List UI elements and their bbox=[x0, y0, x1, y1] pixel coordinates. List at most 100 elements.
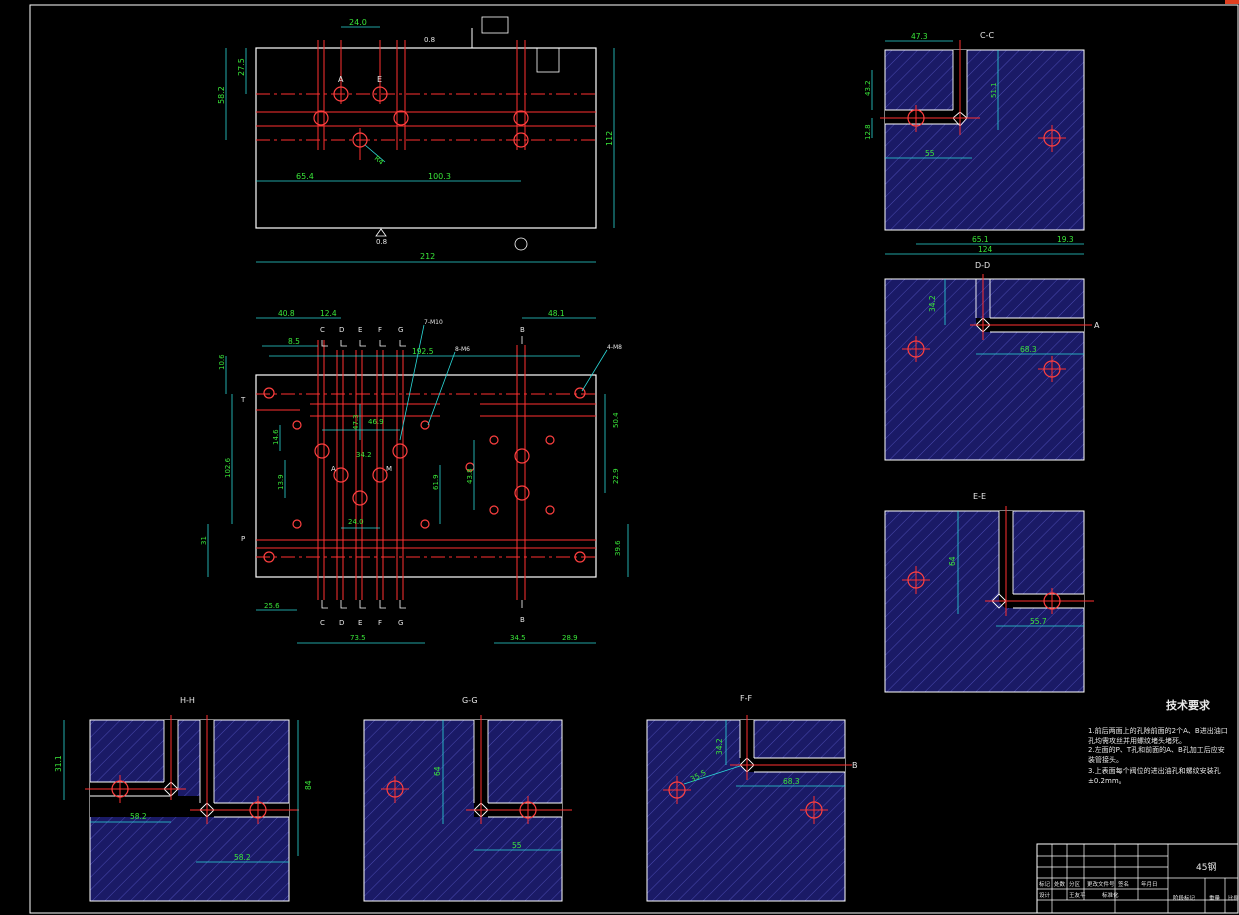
dd-flow-label: A bbox=[1094, 321, 1100, 330]
plan-view: C D E F G B C D E F G B T P A M 40.8 12.… bbox=[200, 309, 629, 644]
cc-dim-2: 43.2 bbox=[864, 80, 872, 96]
cc-dim-5: 55 bbox=[925, 149, 935, 158]
plan-dim-20: 25.6 bbox=[264, 602, 280, 610]
section-d-d-title: D-D bbox=[975, 261, 990, 270]
plan-dim-9: 14.6 bbox=[272, 429, 280, 445]
top-finish-2: 0.8 bbox=[376, 238, 387, 246]
section-f-f-title: F-F bbox=[740, 694, 752, 703]
top-dim-1: 24.0 bbox=[349, 18, 367, 27]
cc-dim-7: 19.3 bbox=[1057, 235, 1074, 244]
top-label-a: A bbox=[338, 75, 344, 84]
dd-dim-2: 68.3 bbox=[1020, 345, 1037, 354]
plan-dim-16: 22.9 bbox=[612, 468, 620, 484]
top-dim-4: 65.4 bbox=[296, 172, 314, 181]
section-h-h-title: H-H bbox=[180, 696, 195, 705]
plan-dim-14: 43.8 bbox=[466, 468, 474, 484]
tech-requirements: 技术要求 1.前后两面上的孔除前面的2个A、B进出油口 孔均需攻丝并用螺纹堵头堵… bbox=[1088, 698, 1228, 785]
callout-m10: 7-M10 bbox=[424, 319, 443, 326]
top-label-e: E bbox=[377, 75, 382, 84]
title-block-material: 45钢 bbox=[1196, 861, 1216, 873]
gg-dim-1: 64 bbox=[433, 766, 442, 776]
sec-letter-g-top: G bbox=[398, 326, 403, 334]
tb-r1-c5: 签名 bbox=[1118, 880, 1129, 888]
plan-dim-18: 39.6 bbox=[614, 540, 622, 556]
port-label-p: P bbox=[241, 535, 245, 543]
port-label-m: M bbox=[386, 465, 392, 473]
cc-dim-3: 12.8 bbox=[864, 124, 872, 140]
callout-m8: 4-M8 bbox=[607, 344, 622, 351]
sec-letter-b-bot: B bbox=[520, 616, 525, 624]
top-radius: R4 bbox=[373, 154, 386, 166]
tb-cell-scale: 比例 bbox=[1228, 894, 1239, 902]
hh-dim-3: 58.2 bbox=[234, 853, 251, 862]
top-dim-7: 212 bbox=[420, 252, 435, 261]
tb-r1-c6: 年月日 bbox=[1141, 880, 1158, 888]
sec-letter-c-bot: C bbox=[320, 619, 325, 627]
plan-dim-5: 48.1 bbox=[548, 309, 565, 318]
tb-r1-c2: 处数 bbox=[1054, 880, 1066, 888]
ff-dim-1: 34.2 bbox=[715, 738, 724, 755]
port-label-t: T bbox=[240, 396, 246, 404]
sec-letter-g-bot: G bbox=[398, 619, 403, 627]
sec-letter-f-bot: F bbox=[378, 619, 382, 627]
corner-tab bbox=[1225, 0, 1239, 4]
plan-dim-17: 31 bbox=[200, 536, 208, 545]
tb-r1-c1: 标记 bbox=[1039, 880, 1051, 888]
hh-dim-2: 58.2 bbox=[130, 812, 147, 821]
hh-dim-4: 84 bbox=[304, 780, 313, 790]
cc-dim-8: 124 bbox=[978, 245, 993, 254]
sec-letter-e-top: E bbox=[358, 326, 362, 334]
tech-req-line-2: 孔均需攻丝并用螺纹堵头堵死。 bbox=[1088, 736, 1186, 745]
plan-dim-23: 28.9 bbox=[562, 634, 578, 642]
callout-m6: 8-M6 bbox=[455, 346, 470, 353]
tb-r1-c3: 分区 bbox=[1069, 880, 1081, 888]
top-finish-1: 0.8 bbox=[424, 36, 435, 44]
plan-dim-1: 40.8 bbox=[278, 309, 295, 318]
section-d-d: D-D 34.2 68.3 A bbox=[884, 261, 1100, 461]
dd-dim-1: 34.2 bbox=[928, 295, 937, 312]
tb-r2-c4: 标准化 bbox=[1102, 891, 1119, 899]
gg-dim-2: 55 bbox=[512, 841, 522, 850]
ff-flow-label: B bbox=[852, 761, 858, 770]
section-e-e-title: E-E bbox=[973, 492, 986, 501]
section-g-g: G-G 64 55 bbox=[363, 696, 572, 902]
top-dim-2: 27.5 bbox=[237, 58, 246, 76]
tb-r1-c4: 更改文件号 bbox=[1087, 880, 1115, 888]
plan-dim-2: 12.4 bbox=[320, 309, 337, 318]
ee-dim-1: 64 bbox=[948, 556, 957, 566]
sec-letter-d-top: D bbox=[339, 326, 344, 334]
plan-dim-4: 10.6 bbox=[218, 354, 226, 370]
sec-letter-d-bot: D bbox=[339, 619, 344, 627]
sec-letter-e-bot: E bbox=[358, 619, 362, 627]
sec-letter-f-top: F bbox=[378, 326, 382, 334]
tech-req-line-1: 1.前后两面上的孔除前面的2个A、B进出油口 bbox=[1088, 726, 1228, 735]
plan-dim-8: 46.9 bbox=[368, 418, 384, 426]
tb-cell-stage: 阶段标记 bbox=[1173, 894, 1196, 902]
plan-dim-6: 192.5 bbox=[412, 347, 434, 356]
plan-dim-11: 13.9 bbox=[277, 474, 285, 490]
plan-dim-12: 102.6 bbox=[224, 457, 232, 478]
tb-r2-c1: 设计 bbox=[1039, 891, 1051, 899]
tech-req-line-6: ±0.2mm。 bbox=[1088, 777, 1126, 785]
hh-dim-1: 31.1 bbox=[54, 755, 63, 772]
port-label-a: A bbox=[331, 465, 336, 473]
plan-dim-10: 34.2 bbox=[356, 451, 372, 459]
plan-dim-22: 34.5 bbox=[510, 634, 526, 642]
section-f-f: F-F 34.2 35.5 68.3 B bbox=[646, 694, 858, 902]
section-c-c-title: C-C bbox=[980, 31, 994, 40]
section-c-c: C-C 47.3 43.2 12.8 51.1 55 65.1 19.3 124 bbox=[864, 31, 1085, 255]
plan-dim-15: 50.4 bbox=[612, 412, 620, 428]
sec-letter-b-top: B bbox=[520, 326, 525, 334]
plan-dim-7: 47.3 bbox=[352, 414, 360, 430]
cc-dim-4: 51.1 bbox=[990, 82, 998, 98]
ee-dim-2: 55.7 bbox=[1030, 617, 1047, 626]
tb-r2-c2: 王友平 bbox=[1069, 891, 1086, 899]
top-dim-5: 100.3 bbox=[428, 172, 451, 181]
plan-dim-21: 73.5 bbox=[350, 634, 366, 642]
top-view: 24.0 27.5 58.2 65.4 100.3 112 212 0.8 0.… bbox=[217, 16, 615, 263]
section-e-e: E-E 64 55.7 bbox=[884, 492, 1094, 693]
sec-letter-c-top: C bbox=[320, 326, 325, 334]
top-dim-3: 58.2 bbox=[217, 86, 226, 104]
tech-req-line-5: 3.上表面每个阀位的进出油孔和螺纹安装孔 bbox=[1088, 766, 1221, 775]
section-g-g-title: G-G bbox=[462, 696, 478, 705]
